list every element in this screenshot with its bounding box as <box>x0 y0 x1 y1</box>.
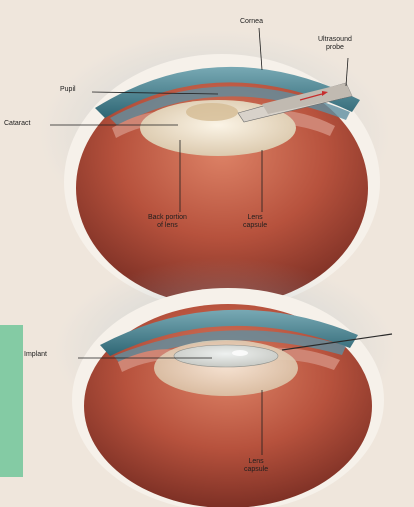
eye-top-cataract <box>186 103 238 121</box>
eye-bottom-implant-highlight <box>232 350 248 356</box>
label-back-portion-of-lens: Back portion of lens <box>148 214 187 230</box>
label-pupil: Pupil <box>60 86 76 94</box>
eye-bottom-implant <box>174 345 278 367</box>
label-lens-capsule-bottom: Lens capsule <box>244 458 268 474</box>
label-cataract: Cataract <box>4 120 30 128</box>
side-color-bar <box>0 325 23 477</box>
label-cornea: Cornea <box>240 18 263 26</box>
label-lens-capsule-top: Lens capsule <box>243 214 267 230</box>
label-implant: Implant <box>24 351 47 359</box>
eye-bottom <box>55 258 395 507</box>
label-ultrasound-probe: Ultrasound probe <box>318 36 352 52</box>
